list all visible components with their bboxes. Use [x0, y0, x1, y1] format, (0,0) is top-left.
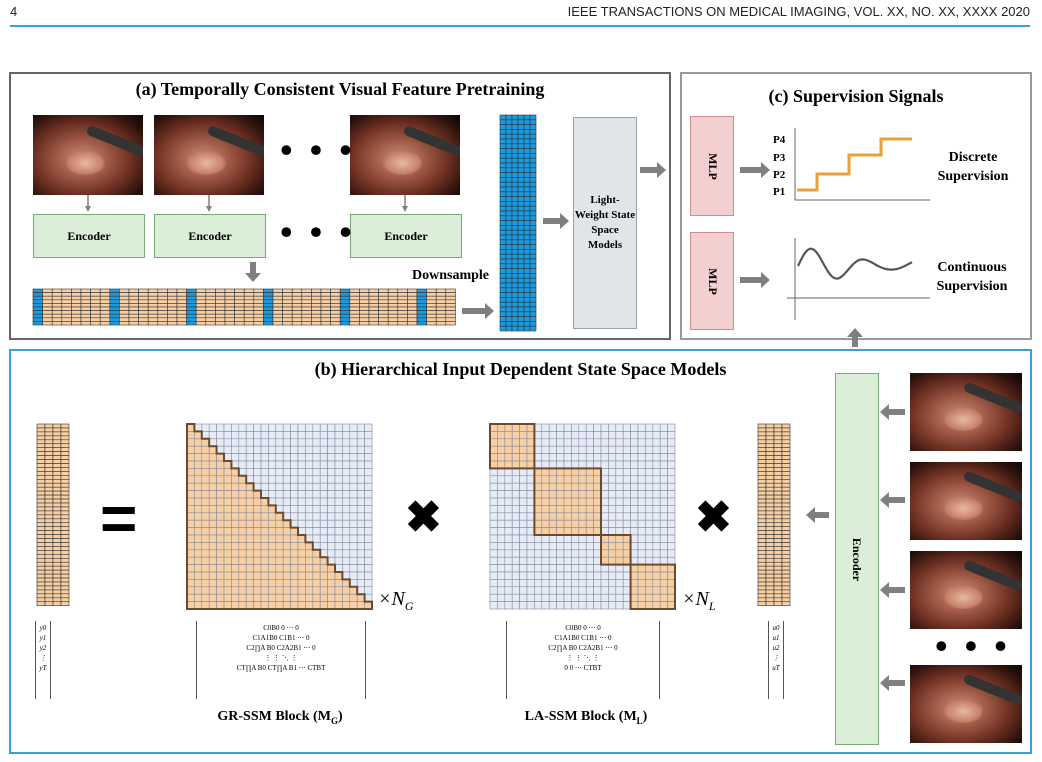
- encoder-box-1: Encoder: [33, 214, 145, 258]
- factor-ng-sub: G: [404, 599, 414, 613]
- factor-nl-text: ×N: [682, 588, 709, 610]
- la-ssm-caption: LA-SSM Block (ML): [524, 709, 648, 726]
- mlp-label: MLP: [705, 267, 720, 295]
- frame-image-b1: [910, 373, 1022, 451]
- la-row: C0B0 0 ⋯ 0: [565, 624, 601, 632]
- equals-sign: =: [100, 482, 138, 554]
- discrete-supervision-label: Discrete Supervision: [937, 150, 1009, 184]
- phase-tick-p4: P4: [773, 134, 786, 146]
- ellipsis-frames-b: • • •: [935, 626, 1011, 666]
- la-row: C1A1B0 C1B1 ⋯ 0: [554, 634, 612, 642]
- la-ssm-matrix: C0B0 0 ⋯ 0 C1A1B0 C1B1 ⋯ 0 C2∏A B0 C2A2B…: [506, 621, 660, 699]
- y-entry: ⋮: [39, 654, 47, 662]
- u-entry: u2: [772, 644, 780, 652]
- frame-image-1: [33, 115, 143, 195]
- encoder-box-vertical: Encoder: [835, 373, 879, 745]
- u-entry: uT: [772, 664, 780, 672]
- y-entry: yT: [39, 664, 47, 672]
- panel-b: (b) Hierarchical Input Dependent State S…: [9, 349, 1032, 754]
- gr-ssm-matrix: C0B0 0 ⋯ 0 C1A1B0 C1B1 ⋯ 0 C2∏A B0 C2A2B…: [196, 621, 366, 699]
- gr-row: ⋮ ⋮ ⋱ ⋮: [264, 654, 298, 662]
- gr-row: C0B0 0 ⋯ 0: [263, 624, 299, 632]
- journal-header: IEEE TRANSACTIONS ON MEDICAL IMAGING, VO…: [567, 4, 1030, 19]
- gr-caption-sub: G: [330, 715, 338, 726]
- frame-image-b4: [910, 665, 1022, 743]
- panel-a: (a) Temporally Consistent Visual Feature…: [9, 72, 671, 340]
- encoder-label: Encoder: [384, 228, 428, 243]
- encoder-label: Encoder: [188, 228, 232, 243]
- la-caption-sub: L: [636, 715, 643, 726]
- mlp-box-discrete: MLP: [690, 116, 734, 216]
- header-rule: [10, 25, 1030, 27]
- phase-tick-p3: P3: [773, 152, 786, 164]
- factor-nl-sub: L: [708, 599, 716, 613]
- y-entry: y2: [39, 644, 47, 652]
- frame-image-2: [154, 115, 264, 195]
- ssm-label: Light-Weight State Space Models: [574, 194, 636, 251]
- ellipsis-frames: • • •: [280, 130, 356, 170]
- panel-a-title: (a) Temporally Consistent Visual Feature…: [135, 79, 545, 99]
- la-caption-text: LA-SSM Block (M: [524, 709, 637, 724]
- factor-ng: ×NG: [378, 588, 414, 614]
- factor-nl: ×NL: [682, 588, 716, 614]
- u-entry: ⋮: [772, 654, 780, 662]
- downsample-label: Downsample: [412, 268, 490, 283]
- la-row: C2∏A B0 C2A2B1 ⋯ 0: [548, 644, 618, 652]
- phase-tick-p2: P2: [773, 169, 786, 181]
- mlp-label: MLP: [705, 152, 720, 180]
- gr-caption-text: GR-SSM Block (M: [217, 709, 331, 724]
- gr-row: C1A1B0 C1B1 ⋯ 0: [252, 634, 310, 642]
- multiply-sign-2: ✖: [695, 493, 732, 542]
- la-row: 0 0 ⋯ CTBT: [564, 664, 602, 672]
- encoder-box-2: Encoder: [154, 214, 266, 258]
- panel-b-title: (b) Hierarchical Input Dependent State S…: [314, 359, 727, 379]
- page-number: 4: [10, 4, 18, 19]
- y-entry: y0: [39, 624, 47, 632]
- factor-ng-text: ×N: [378, 588, 405, 610]
- panel-c-title: (c) Supervision Signals: [768, 86, 944, 106]
- encoder-label: Encoder: [67, 228, 111, 243]
- encoder-label: Encoder: [850, 537, 865, 581]
- light-weight-ssm-box: Light-Weight State Space Models: [573, 117, 637, 329]
- gr-row: C2∏A B0 C2A2B1 ⋯ 0: [246, 644, 316, 652]
- ellipsis-encoders: • • •: [280, 212, 356, 252]
- phase-tick-p1: P1: [773, 186, 786, 198]
- multiply-sign-1: ✖: [405, 493, 442, 542]
- gr-ssm-caption: GR-SSM Block (MG): [217, 709, 343, 726]
- frame-image-b3: [910, 551, 1022, 629]
- encoder-box-3: Encoder: [350, 214, 462, 258]
- mlp-box-continuous: MLP: [690, 232, 734, 330]
- gr-row: CT∏A B0 CT∏A B1 ⋯ CTBT: [236, 664, 326, 672]
- y-entry: y1: [39, 634, 47, 642]
- frame-image-3: [350, 115, 460, 195]
- la-row: ⋮ ⋮ ⋱ ⋮: [566, 654, 600, 662]
- u-entry: u0: [772, 624, 780, 632]
- u-vector: u0 u1 u2 ⋮ uT: [768, 621, 784, 699]
- frame-image-b2: [910, 462, 1022, 540]
- u-entry: u1: [772, 634, 780, 642]
- continuous-supervision-label: Continuous Supervision: [936, 260, 1008, 294]
- y-vector: y0 y1 y2 ⋮ yT: [35, 621, 51, 699]
